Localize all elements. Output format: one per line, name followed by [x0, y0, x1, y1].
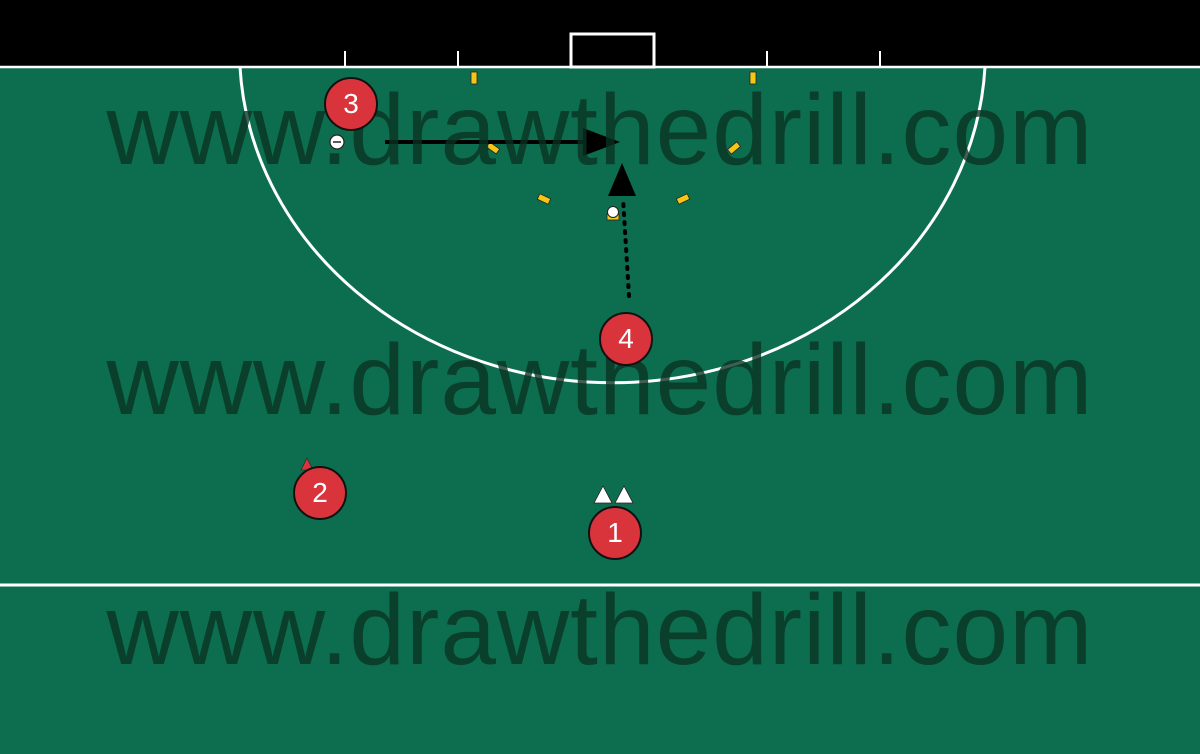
ball-icon — [329, 134, 345, 150]
player-3[interactable]: 3 — [324, 77, 378, 131]
ball-icon — [607, 206, 619, 218]
triangle-marker-icon — [614, 485, 634, 504]
cone-icon — [726, 141, 742, 155]
player-2[interactable]: 2 — [293, 466, 347, 520]
goal — [569, 32, 656, 69]
player-1[interactable]: 1 — [588, 506, 642, 560]
cone-icon — [485, 141, 501, 155]
cone-icon — [675, 193, 691, 205]
cone-icon — [536, 193, 552, 205]
shooting-circle — [238, 66, 987, 385]
pass-arrow — [385, 128, 620, 156]
player-4[interactable]: 4 — [599, 312, 653, 366]
triangle-marker-icon — [593, 485, 613, 504]
run-arrow — [608, 163, 636, 298]
cone-icon — [470, 71, 478, 85]
cone-icon — [749, 71, 757, 85]
